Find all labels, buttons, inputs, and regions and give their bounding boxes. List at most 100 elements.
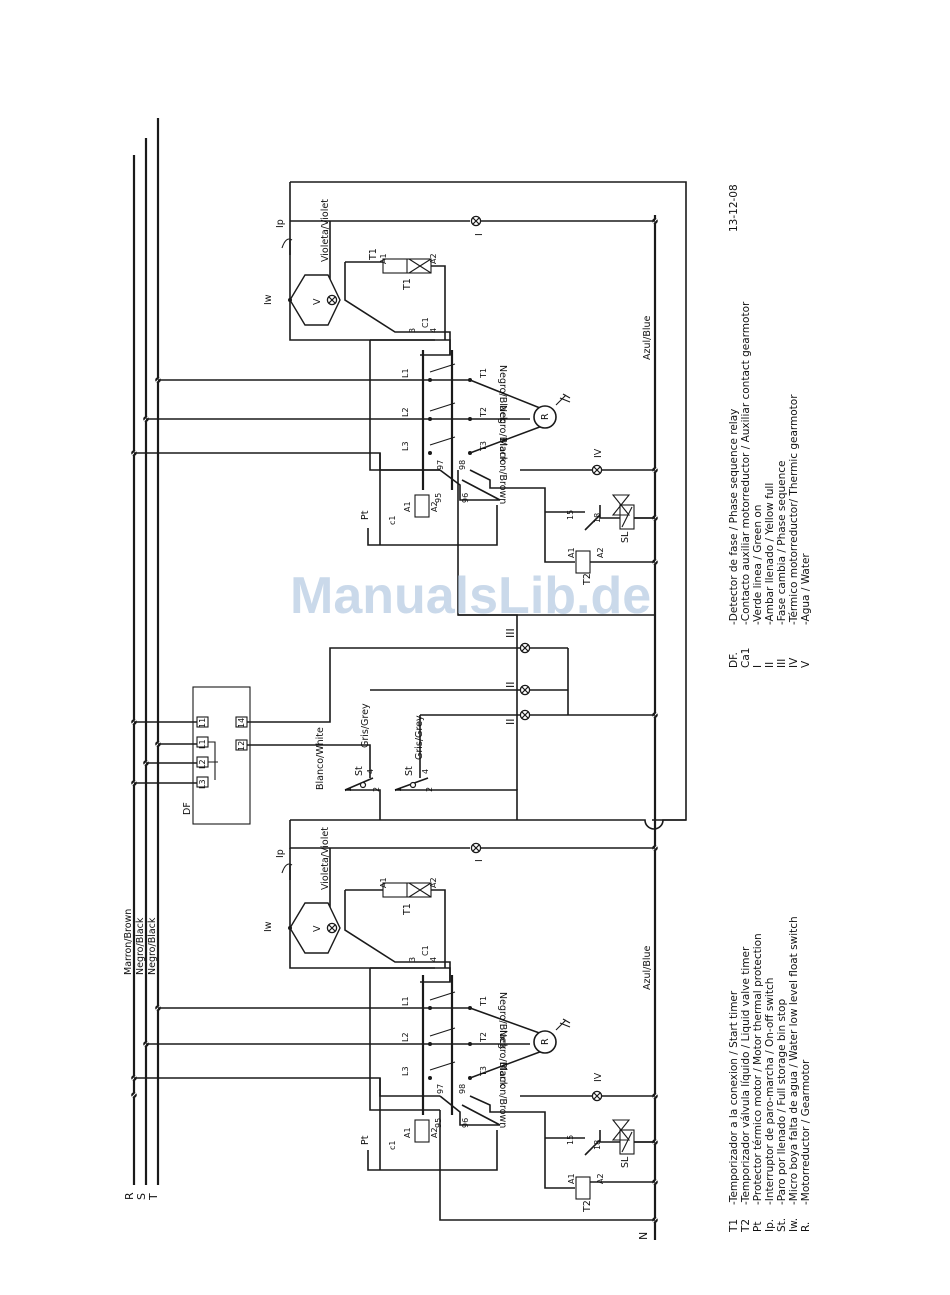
gearmotor-symbol-lower — [533, 1030, 557, 1054]
legend-code-4: St. — [776, 1218, 788, 1232]
lamp-IV-upper — [591, 464, 603, 476]
upper-a1: A1 — [403, 501, 412, 512]
upper-black-1: Negro/Black — [497, 405, 508, 463]
upper-98: 98 — [458, 460, 467, 470]
upper-t1: T1 — [479, 368, 488, 379]
phase-relay-box — [192, 686, 251, 825]
lamp-ii-label-a: II — [504, 682, 517, 689]
legend-code-2: Pt — [752, 1222, 764, 1232]
st-label-2: St — [404, 766, 415, 776]
upper-t2: T2 — [479, 407, 488, 418]
upper-96: 96 — [461, 493, 470, 503]
upper-r-label: R — [540, 413, 551, 420]
legend-r-text-5: -Térmico motorreductor/ Thermic gearmoto… — [788, 394, 800, 625]
legend-code-6: R. — [800, 1222, 812, 1232]
lower-c1-4: 4 — [429, 957, 438, 962]
legend-text-5: -Micro boya falta de agua / Water low le… — [788, 916, 800, 1205]
lower-pt-label: Pt — [360, 1135, 371, 1145]
grey-label-1: Gris/Grey — [360, 703, 371, 748]
upper-t2-label: T2 — [582, 573, 593, 586]
lower-lamp-i-label: I — [474, 859, 485, 862]
df-label: DF — [182, 802, 193, 815]
df-l1: L1 — [198, 739, 207, 749]
lower-c1: C1 — [421, 945, 430, 956]
center-section — [134, 470, 686, 849]
upper-sl-label: SL — [620, 531, 631, 543]
upper-t1-label-b: T1 — [402, 278, 413, 291]
wire-label-brown: Marron/Brown — [123, 909, 134, 975]
lower-v-label: V — [312, 925, 323, 932]
lower-black-1: Negro/Black — [497, 1030, 508, 1088]
supply-buses — [130, 118, 659, 1240]
lower-98: 98 — [458, 1084, 467, 1094]
supply-label-s: S — [135, 1193, 148, 1200]
legend-r-text-0: -Detector de fase / Phase sequence relay — [728, 409, 740, 625]
legend-r-code-0: DF. — [728, 652, 740, 668]
legend-text-6: -Motorreductor / Gearmotor — [800, 1059, 812, 1205]
lower-r-label: R — [540, 1038, 551, 1045]
lower-t1: T1 — [479, 996, 488, 1007]
lower-l3: L3 — [401, 1066, 410, 1076]
st-label-1: St — [354, 766, 365, 776]
upper-l2: L2 — [401, 407, 410, 417]
lamp-iii-label: III — [504, 628, 517, 638]
lower-ip-label: Ip — [275, 849, 286, 858]
upper-t1-label: T1 — [368, 248, 379, 261]
legend-text-0: -Temporizador a la conexion / Start time… — [728, 990, 740, 1205]
legend-text-3: -Interruptor de paro-marcha / On-off swi… — [764, 978, 776, 1205]
upper-18: 18 — [593, 513, 602, 523]
upper-c1-4: 4 — [429, 328, 438, 333]
st-4-b: 4 — [421, 769, 430, 774]
upper-15: 15 — [566, 510, 575, 520]
lower-t2-a2: A2 — [596, 1173, 605, 1184]
upper-lamp-iv-label: IV — [593, 448, 604, 458]
wire-label-black-s: Negro/Black — [135, 917, 146, 975]
lamp-V-upper — [326, 294, 338, 306]
legend-text-4: -Paro por llenado / Full storage bin sto… — [776, 999, 788, 1205]
lower-t2: T2 — [479, 1032, 488, 1043]
wire-label-black-t: Negro/Black — [147, 917, 158, 975]
legend-code-0: T1 — [728, 1219, 740, 1233]
st-1-a: 1 — [344, 787, 353, 792]
drawing-date: 13-12-08 — [728, 184, 740, 232]
lower-15: 15 — [566, 1135, 575, 1145]
df-l2: L2 — [198, 759, 207, 769]
lower-a2: A2 — [430, 1127, 439, 1138]
upper-c1: C1 — [421, 317, 430, 328]
df-l3: L3 — [198, 779, 207, 789]
lamp-II-b — [519, 709, 531, 721]
upper-95: 95 — [434, 493, 443, 503]
upper-lamp-i-label: I — [474, 233, 485, 236]
lamp-II-a — [519, 684, 531, 696]
upper-black-2: Negro/Black — [497, 365, 508, 423]
upper-t3: T3 — [479, 441, 488, 452]
lower-violet-label: Violeta/Violet — [320, 827, 331, 890]
legend-code-5: Iw. — [788, 1218, 800, 1232]
upper-t2-a2: A2 — [596, 547, 605, 558]
legend-code-3: Ip. — [764, 1219, 776, 1232]
lower-t1-a2: A2 — [429, 877, 438, 888]
gearmotor-symbol — [533, 405, 557, 429]
watermark: ManualsLib.de — [290, 567, 651, 625]
lower-l2: L2 — [401, 1032, 410, 1042]
upper-c1b: c1 — [388, 516, 397, 526]
lower-sl-label: SL — [620, 1156, 631, 1168]
upper-blue-label: Azul/Blue — [642, 315, 653, 360]
supply-label-n: N — [637, 1232, 650, 1240]
upper-t1-a2: A2 — [429, 253, 438, 264]
upper-iw-label: Iw — [263, 294, 274, 305]
lower-a1: A1 — [403, 1127, 412, 1138]
lamp-I-upper — [470, 215, 482, 227]
st-2-b: 2 — [425, 787, 434, 792]
white-label: Blanco/White — [315, 727, 326, 790]
legend: T1 -Temporizador a la conexion / Start t… — [728, 184, 812, 1233]
df-14: 14 — [237, 718, 246, 728]
lower-black-2: Negro/Black — [497, 992, 508, 1050]
upper-l1: L1 — [401, 368, 410, 378]
lower-iw-label: Iw — [263, 921, 274, 932]
upper-pt-label: Pt — [360, 510, 371, 520]
lower-t1-label: T1 — [402, 903, 413, 916]
lamp-IV-lower — [591, 1090, 603, 1102]
lamp-V-lower — [326, 922, 338, 934]
